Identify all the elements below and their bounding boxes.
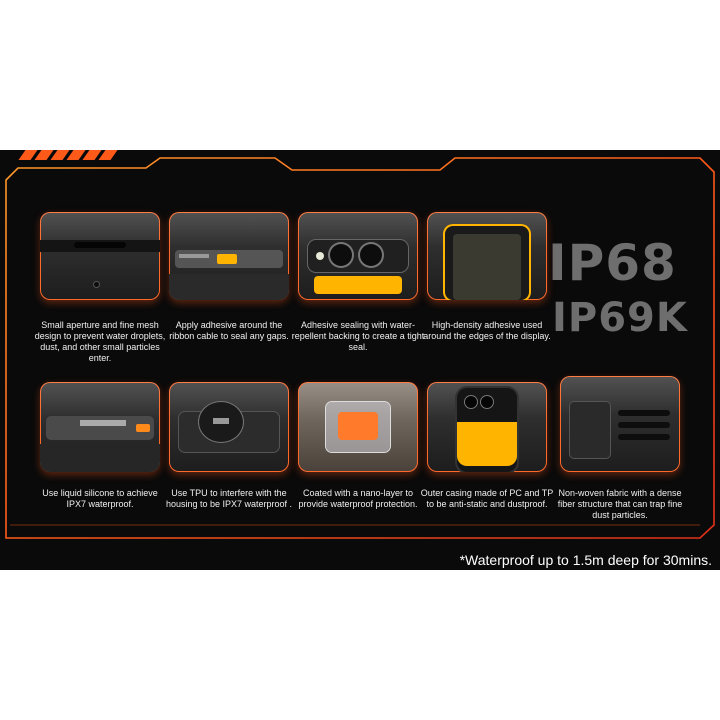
feature-caption: Small aperture and fine mesh design to p… (34, 320, 166, 363)
feature-caption: Apply adhesive around the ribbon cable t… (169, 320, 289, 341)
decor-stripes (18, 150, 118, 160)
feature-image-display (427, 212, 547, 300)
feature-image-chip (298, 382, 418, 472)
waterproof-note: *Waterproof up to 1.5m deep for 30mins. (459, 552, 712, 568)
feature-image-camera (298, 212, 418, 300)
feature-caption: Non-woven fabric with a dense fiber stru… (557, 488, 683, 520)
feature-image-ribbon (169, 212, 289, 300)
feature-caption: Outer casing made of PC and TP to be ant… (420, 488, 554, 509)
feature-image-fabric (560, 376, 680, 472)
feature-image-earpiece (40, 212, 160, 300)
rating-ip68: IP68 (548, 234, 677, 292)
feature-image-casing (427, 382, 547, 472)
tech-frame (5, 157, 715, 539)
rating-ip69k: IP69K (552, 295, 688, 341)
waterproof-banner: IP68 IP69K Small aperture and fine mesh … (0, 150, 720, 570)
feature-image-tpu (169, 382, 289, 472)
feature-caption: Adhesive sealing with water-repellent ba… (291, 320, 425, 352)
feature-image-silicone (40, 382, 160, 472)
feature-caption: Use TPU to interfere with the housing to… (165, 488, 293, 509)
feature-caption: High-density adhesive used around the ed… (423, 320, 551, 341)
feature-caption: Use liquid silicone to achieve IPX7 wate… (42, 488, 158, 509)
feature-caption: Coated with a nano-layer to provide wate… (298, 488, 418, 509)
